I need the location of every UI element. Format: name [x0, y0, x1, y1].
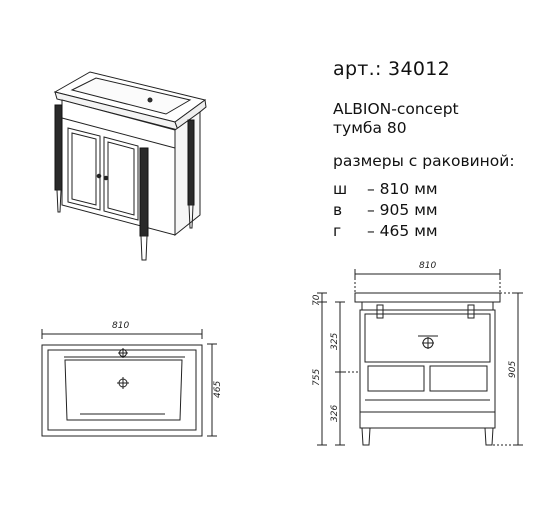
front-lower-label: 326: [330, 405, 340, 422]
front-width-label: 810: [419, 261, 436, 271]
product-name-line1: ALBION-concept: [333, 100, 459, 118]
front-total-height-label: 905: [508, 361, 518, 378]
top-depth-label: 465: [213, 381, 223, 398]
size-value: – 905 мм: [367, 201, 438, 219]
product-name-line2: тумба 80: [333, 119, 407, 137]
size-key: в: [333, 201, 343, 219]
article-number: арт.: 34012: [333, 58, 450, 80]
sizes-heading: размеры с раковиной:: [333, 152, 515, 170]
size-row-height: в – 905 мм: [333, 201, 438, 219]
product-illustration: [53, 71, 207, 261]
front-upper-label: 325: [330, 333, 340, 350]
product-name: ALBION-concept тумба 80: [333, 100, 459, 138]
size-key: ш: [333, 180, 348, 198]
size-row-width: ш – 810 мм: [333, 180, 438, 198]
front-body-height-label: 755: [312, 369, 322, 386]
top-width-label: 810: [112, 321, 129, 331]
size-key: г: [333, 222, 342, 240]
size-value: – 810 мм: [367, 180, 438, 198]
size-value: – 465 мм: [367, 222, 438, 240]
front-top-label: 70: [312, 294, 322, 306]
front-view-drawing: [317, 269, 523, 446]
top-view-drawing: [41, 329, 217, 437]
size-row-depth: г – 465 мм: [333, 222, 438, 240]
